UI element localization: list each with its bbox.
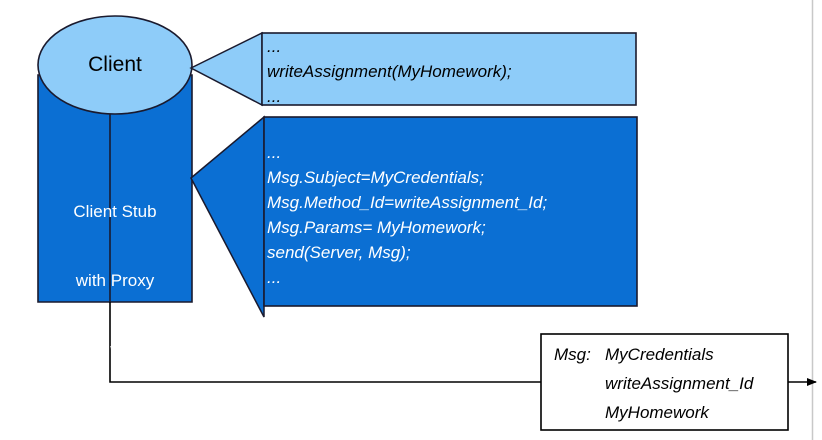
client-ellipse: [37, 15, 193, 115]
client-stub-label-line-4: PEP and PDP): [58, 409, 172, 428]
stub-code-callout-box: [263, 116, 638, 307]
app-code-callout-box: [261, 32, 637, 106]
app-code-line-3: ...: [267, 87, 282, 106]
message-box-field-3: MyHomework: [605, 403, 709, 422]
stub-code-callout-text: ... Msg.Subject=MyCredentials; Msg.Metho…: [267, 140, 635, 290]
stub-code-line-4: Msg.Params= MyHomework;: [267, 218, 486, 237]
stub-code-line-5: send(Server, Msg);: [267, 243, 411, 262]
stub-code-callout-tail: [190, 115, 265, 318]
message-box-field-1: MyCredentials: [605, 345, 714, 364]
stub-code-line-3: Msg.Method_Id=writeAssignment_Id;: [267, 193, 548, 212]
app-code-line-1: ...: [267, 37, 282, 56]
client-stub-label-line-3: (here without: [65, 340, 165, 359]
client-stub-label-line-1: Client Stub: [73, 202, 157, 221]
app-code-callout-tail: [189, 31, 263, 107]
stub-code-line-1: ...: [267, 143, 282, 162]
stub-code-line-2: Msg.Subject=MyCredentials;: [267, 168, 484, 187]
message-box-label: Msg:: [554, 345, 591, 364]
client-stub-label-line-2: with Proxy: [75, 271, 155, 290]
message-box-field-2: writeAssignment_Id: [605, 374, 754, 393]
client-stub-label-group: Client Stub with Proxy (here without PEP…: [30, 154, 200, 440]
client-node-label: Client: [88, 53, 142, 76]
stub-code-line-6: ...: [267, 268, 282, 287]
message-flow-connector: [109, 302, 541, 383]
message-box: [540, 333, 789, 431]
app-code-callout-text: ... writeAssignment(MyHomework); ...: [267, 34, 632, 109]
app-code-line-2: writeAssignment(MyHomework);: [267, 62, 512, 81]
message-box-text: Msg: MyCredentials writeAssignment_Id My…: [554, 340, 784, 427]
